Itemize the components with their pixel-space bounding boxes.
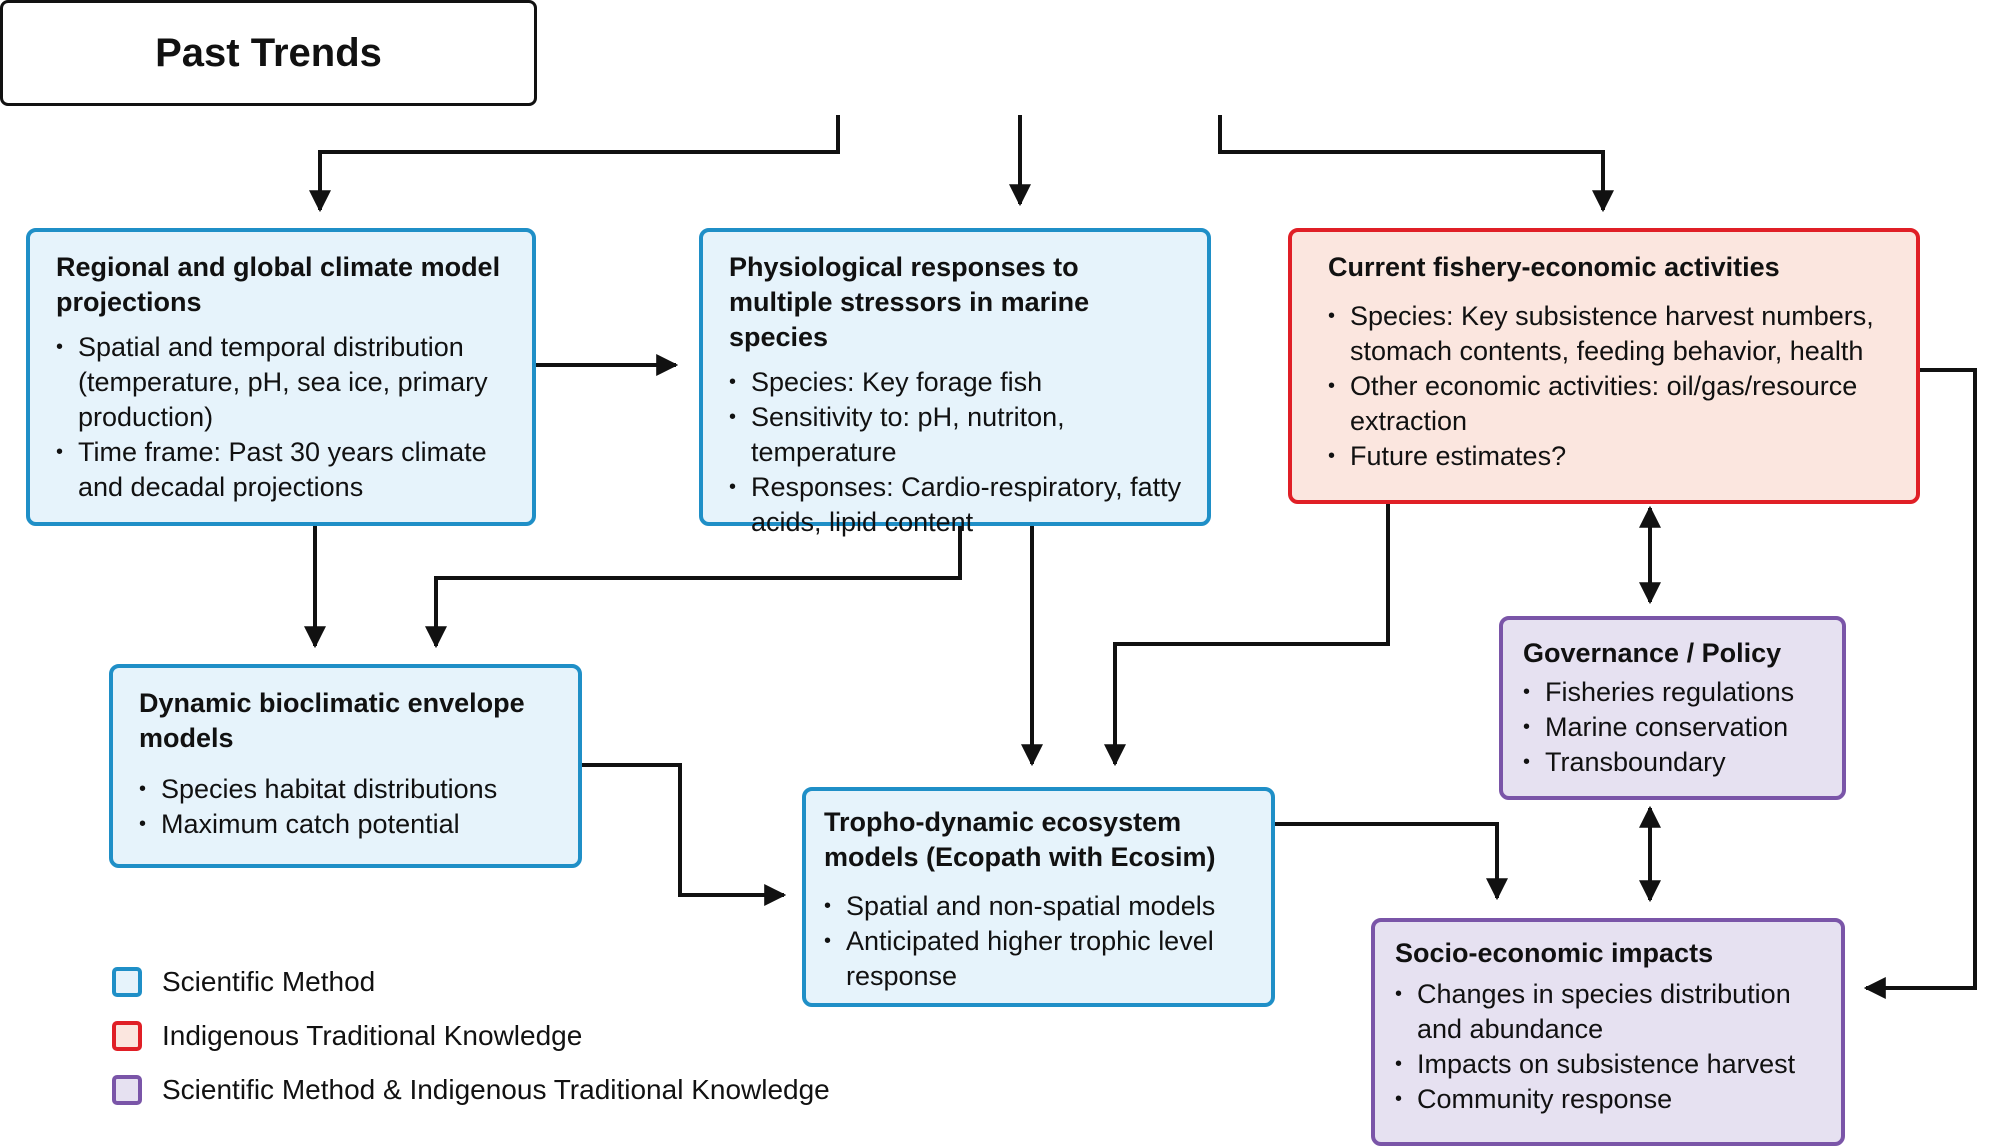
arrow-fishery-to-socio (1863, 368, 1977, 999)
arrow-top-to-climate (309, 115, 840, 213)
list-item: Responses: Cardio-respiratory, fatty aci… (729, 470, 1185, 540)
tropho-dynamic-box: Tropho-dynamic ecosystem models (Ecopath… (802, 787, 1275, 1007)
physiological-title: Physiological responses to multiple stre… (729, 252, 1090, 352)
socio-economic-box: Socio-economic impacts Changes in specie… (1371, 918, 1845, 1146)
fishery-economic-list: Species: Key subsistence harvest numbers… (1328, 299, 1894, 474)
legend-item-scientific: Scientific Method (112, 955, 830, 1009)
arrow-fishery-to-tropho (1104, 504, 1390, 767)
physiological-box: Physiological responses to multiple stre… (699, 228, 1211, 537)
climate-model-box: Regional and global climate model projec… (26, 228, 536, 526)
physiological-list: Species: Key forage fish Sensitivity to:… (729, 365, 1185, 540)
list-item: Spatial and non-spatial models (824, 889, 1249, 924)
legend-label-scientific: Scientific Method (162, 966, 376, 997)
arrow-bioclim-to-tropho (582, 763, 787, 906)
list-item: Fisheries regulations (1523, 675, 1820, 710)
legend: Scientific Method Indigenous Traditional… (112, 955, 830, 1117)
fishery-economic-title: Current fishery-economic activities (1328, 252, 1780, 282)
list-item: Transboundary (1523, 745, 1820, 780)
legend-item-combined: Scientific Method & Indigenous Tradition… (112, 1063, 830, 1117)
arrow-physio-to-bioclim (425, 526, 962, 649)
list-item: Marine conservation (1523, 710, 1820, 745)
governance-policy-box: Governance / Policy Fisheries regulation… (1499, 616, 1846, 800)
governance-policy-title: Governance / Policy (1523, 638, 1782, 668)
list-item: Sensitivity to: pH, nutriton, temperatur… (729, 400, 1185, 470)
past-trends-box: Past Trends (0, 0, 537, 106)
arrow-top-to-fishery (1218, 115, 1614, 213)
bioclimatic-box: Dynamic bioclimatic envelope models Spec… (109, 664, 582, 868)
list-item: Future estimates? (1328, 439, 1894, 474)
climate-model-list: Spatial and temporal distribution (tempe… (56, 330, 510, 505)
fishery-economic-box: Current fishery-economic activities Spec… (1288, 228, 1920, 504)
governance-policy-list: Fisheries regulations Marine conservatio… (1523, 675, 1820, 780)
tropho-dynamic-list: Spatial and non-spatial models Anticipat… (824, 889, 1249, 994)
legend-swatch-scientific (112, 967, 142, 997)
list-item: Species: Key forage fish (729, 365, 1185, 400)
list-item: Species habitat distributions (139, 772, 556, 807)
list-item: Maximum catch potential (139, 807, 556, 842)
tropho-dynamic-title: Tropho-dynamic ecosystem models (Ecopath… (824, 807, 1216, 872)
legend-label-indigenous: Indigenous Traditional Knowledge (162, 1020, 583, 1051)
climate-model-title: Regional and global climate model projec… (56, 252, 501, 317)
socio-economic-list: Changes in species distribution and abun… (1395, 977, 1819, 1117)
list-item: Spatial and temporal distribution (tempe… (56, 330, 510, 435)
bioclimatic-list: Species habitat distributions Maximum ca… (139, 772, 556, 842)
list-item: Other economic activities: oil/gas/resou… (1328, 369, 1894, 439)
list-item: Impacts on subsistence harvest (1395, 1047, 1819, 1082)
list-item: Time frame: Past 30 years climate and de… (56, 435, 510, 505)
list-item: Community response (1395, 1082, 1819, 1117)
list-item: Changes in species distribution and abun… (1395, 977, 1819, 1047)
list-item: Anticipated higher trophic level respons… (824, 924, 1249, 994)
legend-label-combined: Scientific Method & Indigenous Tradition… (162, 1074, 830, 1105)
legend-swatch-indigenous (112, 1021, 142, 1051)
past-trends-title: Past Trends (155, 30, 382, 75)
legend-swatch-combined (112, 1075, 142, 1105)
socio-economic-title: Socio-economic impacts (1395, 938, 1714, 968)
legend-item-indigenous: Indigenous Traditional Knowledge (112, 1009, 830, 1063)
arrow-tropho-to-socio (1275, 822, 1508, 901)
list-item: Species: Key subsistence harvest numbers… (1328, 299, 1894, 369)
bioclimatic-title: Dynamic bioclimatic envelope models (139, 688, 525, 753)
